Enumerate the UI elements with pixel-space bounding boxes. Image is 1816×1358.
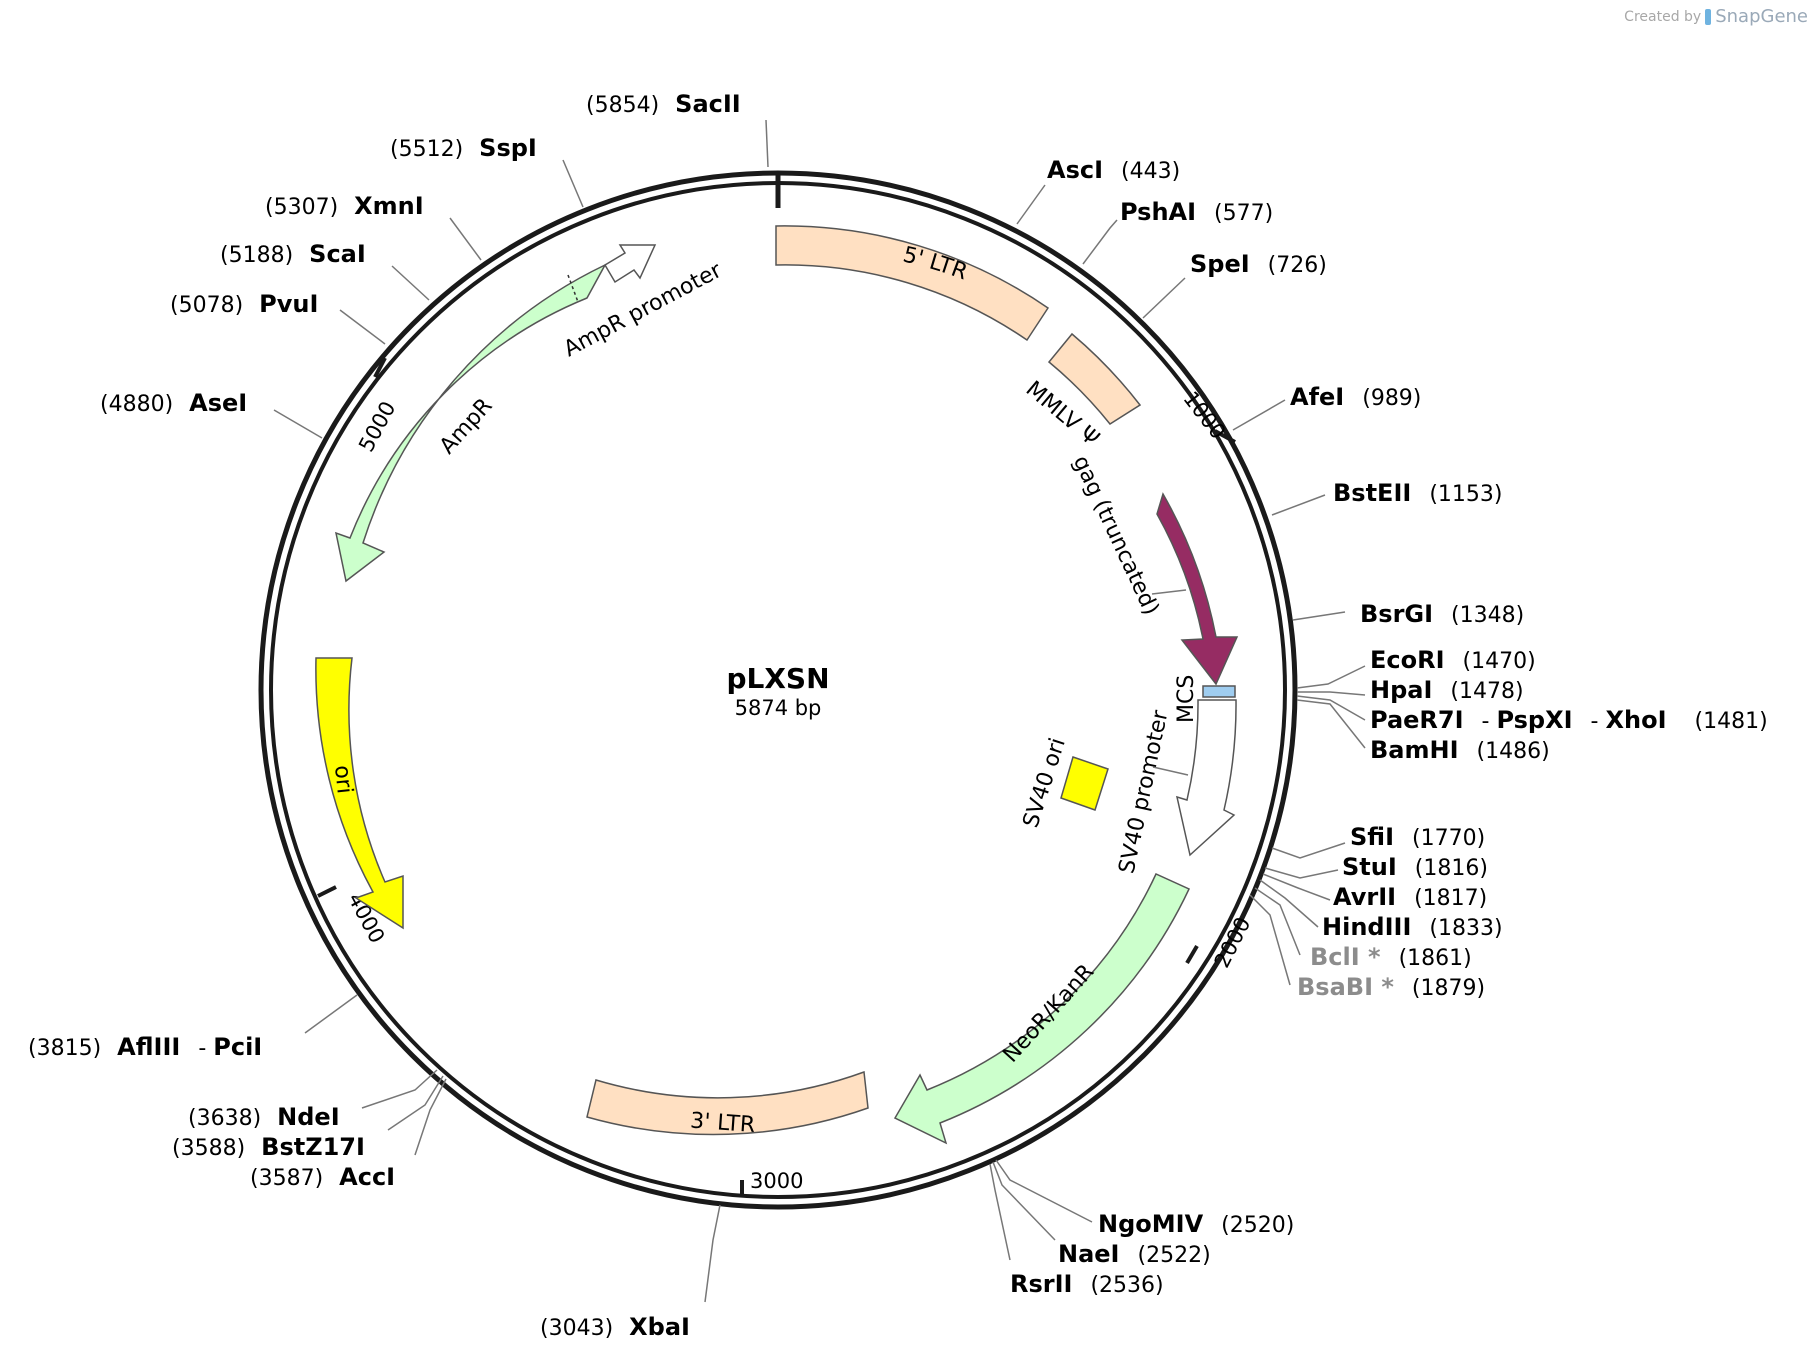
feature-gag-truncated[interactable] bbox=[1156, 492, 1239, 686]
site-ecori[interactable]: EcoRI(1470) bbox=[1370, 646, 1536, 674]
feature-label-3ltr: 3' LTR bbox=[689, 1109, 756, 1138]
snapgene-logo-text: SnapGene bbox=[1715, 6, 1808, 27]
feature-label-sv40-ori: SV40 ori bbox=[1019, 735, 1071, 831]
site-afliii-pcii[interactable]: (3815)AflIII- PciI bbox=[28, 1033, 262, 1061]
tick-2000 bbox=[1185, 944, 1199, 965]
site-hindiii[interactable]: HindIII(1833) bbox=[1322, 913, 1503, 941]
site-bstz17i[interactable]: (3588)BstZ17I bbox=[172, 1133, 365, 1161]
tick-5000 bbox=[373, 357, 387, 378]
plasmid-name: pLXSN bbox=[726, 662, 829, 695]
site-sacii[interactable]: (5854)SacII bbox=[586, 90, 741, 118]
site-spei[interactable]: SpeI(726) bbox=[1190, 250, 1327, 278]
feature-3ltr[interactable] bbox=[586, 1070, 869, 1136]
feature-label-mcs: MCS bbox=[1174, 675, 1199, 723]
site-sspi[interactable]: (5512)SspI bbox=[390, 134, 537, 162]
feature-sv40-ori[interactable] bbox=[1060, 756, 1109, 811]
snapgene-credit: Created by SnapGene bbox=[1624, 6, 1808, 27]
sv40-promoter-leader bbox=[1152, 766, 1189, 776]
site-scai[interactable]: (5188)ScaI bbox=[220, 240, 366, 268]
feature-label-ori: ori bbox=[329, 764, 357, 795]
site-pvui[interactable]: (5078)PvuI bbox=[170, 290, 318, 318]
feature-5ltr[interactable] bbox=[775, 225, 1050, 342]
site-asei[interactable]: (4880)AseI bbox=[100, 389, 247, 417]
snapgene-logo-icon bbox=[1705, 8, 1712, 25]
feature-mmlv-psi[interactable] bbox=[1047, 332, 1142, 425]
site-ndei[interactable]: (3638)NdeI bbox=[188, 1103, 340, 1131]
site-acci[interactable]: (3587)AccI bbox=[250, 1163, 395, 1191]
site-avrii[interactable]: AvrII(1817) bbox=[1333, 883, 1487, 911]
site-rsrii[interactable]: RsrII(2536) bbox=[1010, 1270, 1164, 1298]
ampr-promoter-boundary bbox=[567, 274, 579, 303]
feature-label-ampr-promoter: AmpR promoter bbox=[560, 258, 727, 363]
site-bsabi[interactable]: BsaBI *(1879) bbox=[1297, 973, 1485, 1001]
feature-sv40-promoter[interactable] bbox=[1175, 699, 1237, 857]
created-by-label: Created by bbox=[1624, 8, 1702, 25]
site-hpai[interactable]: HpaI(1478) bbox=[1370, 676, 1524, 704]
site-bsteii[interactable]: BstEII(1153) bbox=[1333, 479, 1502, 507]
feature-ampr-promoter[interactable] bbox=[603, 244, 657, 284]
site-xbai[interactable]: (3043)XbaI bbox=[540, 1313, 690, 1341]
site-sfii[interactable]: SfiI(1770) bbox=[1350, 823, 1485, 851]
restriction-sites: (5854)SacII (5512)SspI (5307)XmnI (5188)… bbox=[28, 90, 1768, 1341]
site-bcli[interactable]: BclI *(1861) bbox=[1310, 943, 1472, 971]
site-asci[interactable]: AscI(443) bbox=[1047, 156, 1180, 184]
feature-label-ampr: AmpR bbox=[435, 394, 498, 460]
site-bamhi[interactable]: BamHI(1486) bbox=[1370, 736, 1550, 764]
site-bsrgi[interactable]: BsrGI(1348) bbox=[1360, 600, 1524, 628]
feature-ori[interactable] bbox=[315, 657, 404, 930]
feature-label-gag-truncated: gag (truncated) bbox=[1068, 452, 1164, 619]
feature-neor-kanr[interactable] bbox=[893, 873, 1191, 1145]
feature-label-sv40-promoter: SV40 promoter bbox=[1114, 707, 1173, 876]
site-stui[interactable]: StuI(1816) bbox=[1342, 853, 1488, 881]
feature-ampr[interactable] bbox=[334, 263, 607, 583]
feature-mcs[interactable] bbox=[1202, 685, 1236, 698]
site-afei[interactable]: AfeI(989) bbox=[1290, 383, 1421, 411]
site-ngomiv[interactable]: NgoMIV(2520) bbox=[1098, 1210, 1294, 1238]
plasmid-size: 5874 bp bbox=[735, 696, 822, 720]
tick-1000 bbox=[1214, 429, 1236, 444]
tick-4000 bbox=[317, 885, 337, 898]
site-paer7i-pspxi-xhoi[interactable]: PaeR7I- PspXI- XhoI(1481) bbox=[1370, 706, 1768, 734]
site-xmni[interactable]: (5307)XmnI bbox=[265, 192, 424, 220]
tick-label-5000: 5000 bbox=[354, 397, 400, 455]
site-pshai[interactable]: PshAI(577) bbox=[1120, 198, 1273, 226]
site-naei[interactable]: NaeI(2522) bbox=[1058, 1240, 1211, 1268]
gag-label-leader bbox=[1151, 589, 1187, 595]
tick-label-3000: 3000 bbox=[750, 1169, 803, 1193]
